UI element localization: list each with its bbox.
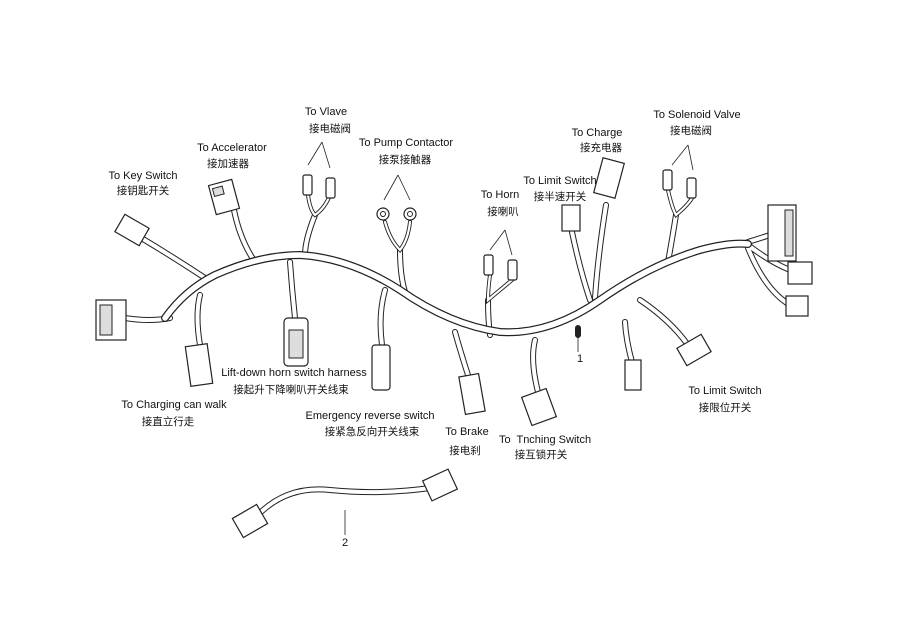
- label-charge: To Charge: [572, 127, 623, 139]
- charge-connector: [592, 157, 626, 199]
- charging-walk-connector: [184, 342, 214, 388]
- main-trunk: [161, 239, 752, 337]
- label-inching: To Tnching Switch: [499, 434, 591, 446]
- label-emergency: Emergency reverse switch: [306, 410, 435, 422]
- label-limit-switch-half-cn: 接半速开关: [534, 190, 587, 203]
- solenoid-terminal-1: [662, 169, 673, 191]
- label-limit-switch: To Limit Switch: [688, 385, 761, 397]
- label-horn-cn: 接喇叭: [487, 205, 519, 218]
- right-connector-2: [787, 261, 813, 285]
- label-limit-switch-half: To Limit Switch: [523, 175, 596, 187]
- label-accelerator: To Accelerator: [197, 142, 267, 154]
- callout-labels: To Vlave 接电磁阀 To Accelerator 接加速器 To Key…: [108, 106, 761, 549]
- label-key-switch: To Key Switch: [108, 170, 177, 182]
- connectors: [95, 157, 813, 427]
- part-number-2: 2: [342, 537, 348, 549]
- label-valve: To Vlave: [305, 106, 347, 118]
- label-solenoid-valve: To Solenoid Valve: [653, 109, 740, 121]
- label-brake: To Brake: [445, 426, 488, 438]
- solenoid-terminal-2: [686, 177, 697, 199]
- label-brake-cn: 接电刹: [449, 444, 481, 457]
- inching-connector: [520, 387, 558, 427]
- horn-terminal-1: [483, 254, 494, 276]
- limit-connector-small: [624, 359, 642, 391]
- limit-switch-connector: [676, 333, 712, 367]
- label-accelerator-cn: 接加速器: [207, 157, 249, 170]
- part-2-harness: [231, 468, 459, 539]
- brake-connector: [458, 372, 486, 416]
- leader-lines: [307, 141, 694, 535]
- label-pump-contactor-cn: 接泵接触器: [379, 153, 432, 166]
- label-lift-down-cn: 接起升下降喇叭开关线束: [233, 383, 349, 396]
- label-charging-walk: To Charging can walk: [121, 399, 227, 411]
- label-horn: To Horn: [481, 189, 520, 201]
- label-limit-switch-cn: 接限位开关: [699, 401, 752, 414]
- emergency-reverse-connector: [371, 344, 391, 391]
- half-speed-limit-connector: [561, 204, 581, 232]
- label-pump-contactor: To Pump Contactor: [359, 137, 453, 149]
- label-charging-walk-cn: 接直立行走: [142, 415, 195, 428]
- part-number-1: 1: [577, 353, 583, 365]
- valve-terminal-2: [325, 177, 336, 199]
- accelerator-connector: [207, 178, 241, 216]
- label-lift-down: Lift-down horn switch harness: [221, 367, 367, 379]
- right-connector-3: [785, 295, 809, 317]
- label-charge-cn: 接充电器: [580, 141, 622, 154]
- label-valve-cn: 接电磁阀: [309, 122, 351, 135]
- valve-terminal-1: [302, 174, 313, 196]
- label-inching-cn: 接互锁开关: [515, 448, 568, 461]
- label-key-switch-cn: 接钥匙开关: [117, 184, 170, 197]
- label-emergency-cn: 接紧急反向开关线束: [325, 425, 420, 438]
- horn-terminal-2: [507, 259, 518, 281]
- key-switch-connector: [114, 213, 150, 247]
- label-solenoid-valve-cn: 接电磁阀: [670, 124, 712, 137]
